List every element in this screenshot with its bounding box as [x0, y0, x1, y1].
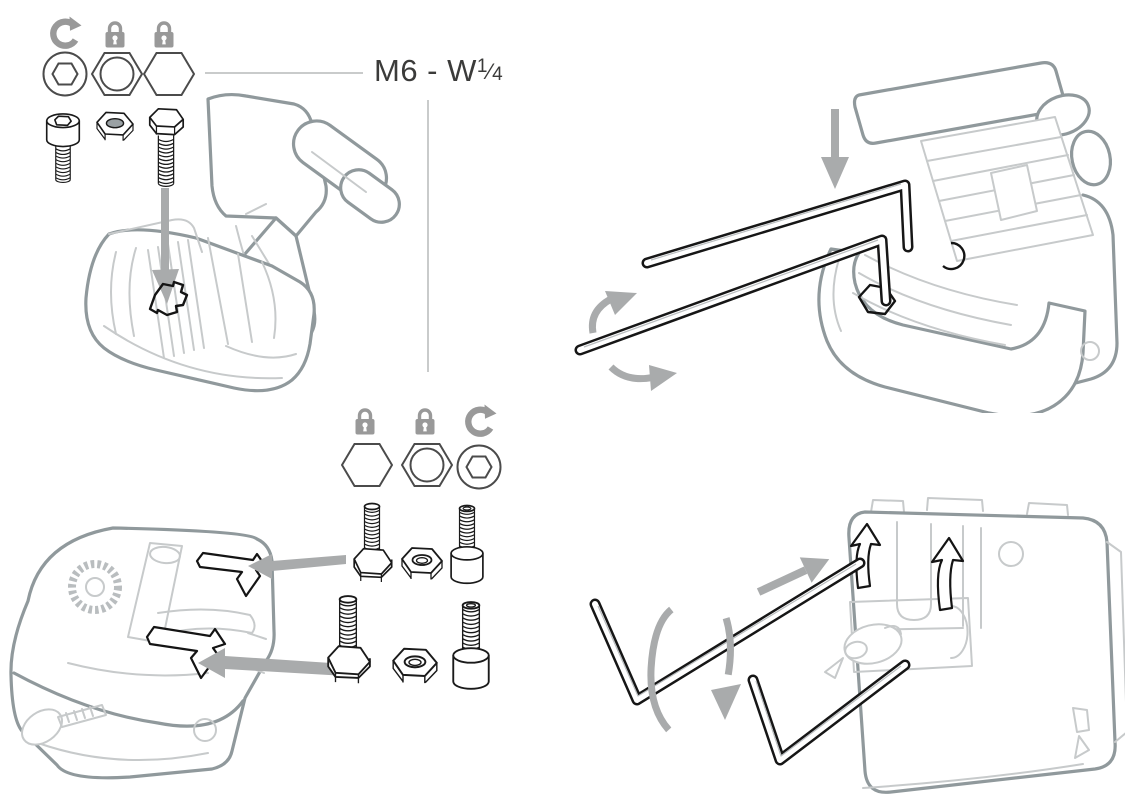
fraction-slash: ⁄ [487, 59, 493, 84]
clamp-device-illustration [84, 92, 401, 393]
panel-loosen-bolts-rear [589, 497, 1125, 794]
lock-icon [152, 21, 176, 50]
rotate-clockwise-icon [468, 405, 496, 434]
hex-nut-icon [401, 443, 453, 487]
pull-out-arrow [756, 557, 830, 596]
leader-line-horizontal [205, 72, 363, 74]
rotate-clockwise-icon [53, 17, 81, 46]
hex-bolt-head-icon [341, 443, 393, 487]
legend-fastener-types-bottom [341, 401, 502, 490]
hex-recess-outline [148, 280, 189, 317]
lock-icon [413, 408, 437, 437]
bolt-hex-outline [857, 283, 897, 316]
fraction-denominator: 4 [492, 64, 504, 85]
base-rear-outline [847, 510, 1117, 794]
lock-icon [103, 21, 127, 50]
hex-nut [401, 547, 443, 581]
slide-up-ribbon-arrow [930, 536, 965, 612]
base-device-illustration [9, 526, 276, 780]
hex-bolt [353, 502, 393, 583]
panel-insert-bolt-clamp [84, 92, 401, 393]
size-label-prefix: M6 - W [374, 53, 477, 88]
clamp-device-illustration [817, 61, 1119, 413]
leader-line-vertical [427, 100, 429, 372]
lock-icon [353, 408, 377, 437]
hex-key-left [589, 557, 866, 706]
beam-end-lobe [1069, 129, 1113, 187]
socket-head-screw [450, 504, 484, 585]
hex-key-right [747, 659, 911, 766]
hex-key-lower [574, 234, 892, 356]
knurled-dial [68, 560, 122, 614]
clamp-saddle [84, 228, 316, 393]
base-device-illustration [824, 497, 1125, 794]
fraction-numerator: 1 [476, 56, 488, 77]
insert-arrow-lower [198, 648, 346, 678]
wing-screw [21, 704, 107, 746]
press-down-arrow [821, 109, 849, 189]
wing-knob-rear [824, 623, 903, 679]
panel-slide-fasteners-base [9, 526, 346, 780]
panel-tighten-bolts-clamp [574, 61, 1119, 413]
rotate-key-arrow [588, 291, 677, 391]
insert-direction-arrow [152, 188, 179, 304]
hex-key-upper [641, 179, 914, 269]
insert-arrow-upper [248, 554, 346, 579]
socket-head-screw [45, 113, 81, 184]
rotate-key-arrow [647, 606, 741, 733]
fastener-set-bottom [327, 502, 490, 690]
socket-head-icon [456, 444, 502, 490]
wing-knob [291, 119, 401, 224]
hex-bolt [327, 595, 371, 685]
clamp-lower-jaw [817, 247, 1087, 413]
size-label: M6 - W1⁄4 [374, 53, 503, 89]
slide-ribbon-arrow [195, 551, 268, 598]
socket-head-screw [452, 601, 490, 690]
bolt-hole-outline [942, 241, 966, 271]
hex-nut [392, 647, 438, 685]
